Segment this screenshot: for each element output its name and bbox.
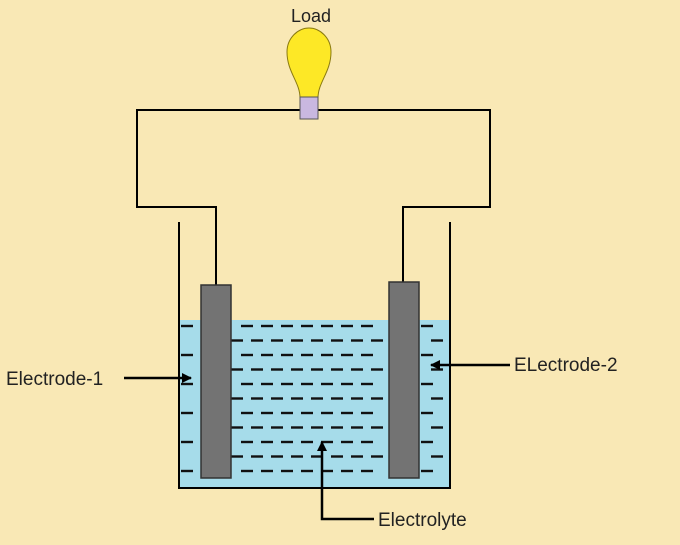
wire-left [136,109,300,286]
electrolyte-arrow [317,441,374,521]
electrolyte-dashes [181,324,443,473]
electrode-2 [388,281,420,479]
electrode-1 [200,284,232,479]
electrode-2-label: ELectrode-2 [514,355,618,376]
electrolyte-label: Electrolyte [378,510,467,531]
electrode-1-label: Electrode-1 [6,369,103,390]
beaker [178,222,451,489]
light-bulb-icon [286,27,332,120]
load-label: Load [291,6,331,26]
wire-right [317,109,491,283]
